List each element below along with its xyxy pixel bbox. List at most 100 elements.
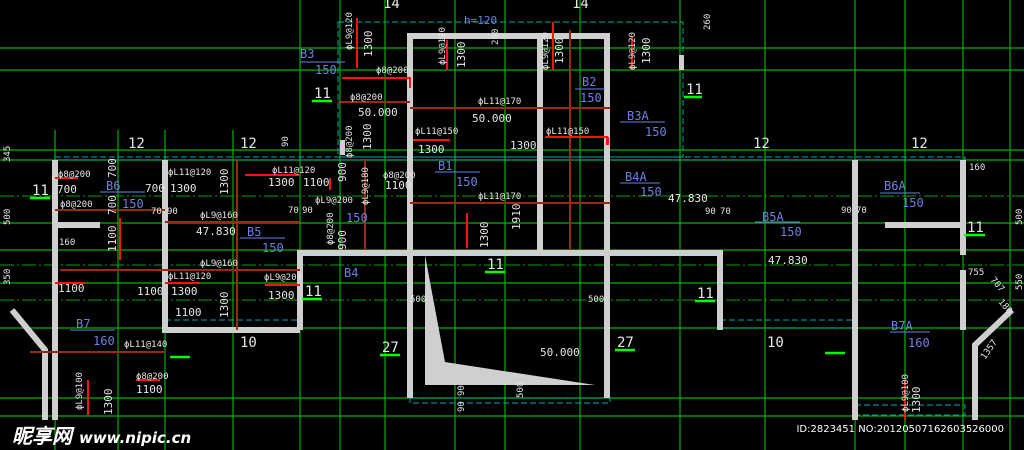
grid-number: 11 bbox=[314, 86, 331, 102]
watermark-url: www.nipic.cn bbox=[78, 429, 192, 447]
grid-number: 12 bbox=[128, 136, 145, 152]
dimension-label: 90 bbox=[841, 206, 852, 216]
dimension-label: 500 bbox=[410, 295, 426, 305]
dimension-label: 70 bbox=[151, 207, 162, 217]
dimension-label: 160 bbox=[969, 163, 985, 173]
slab-id: B6 bbox=[106, 179, 120, 193]
rebar-note: ϕL9@160 bbox=[200, 259, 238, 269]
dimension-label: 500 bbox=[588, 295, 604, 305]
slab-id: B7A bbox=[891, 319, 913, 333]
grid-number: 12 bbox=[240, 136, 257, 152]
slab-id: B4A bbox=[625, 170, 647, 184]
slab-id: B7 bbox=[76, 317, 90, 331]
grid-number: 11 bbox=[32, 183, 49, 199]
dimension-labels: h=120 260 200 90 345 70 90 70 90 160 500… bbox=[3, 14, 1024, 412]
grid-number: 14 bbox=[383, 0, 400, 12]
dimension-label: 500 bbox=[3, 209, 13, 225]
rebar-note: ϕL11@150 bbox=[415, 127, 458, 137]
dimension-label: 70 bbox=[720, 207, 731, 217]
length-label: 1910 bbox=[510, 204, 523, 231]
rebar-note: ϕ8@200 bbox=[345, 125, 355, 158]
slab-thickness: 150 bbox=[456, 175, 478, 189]
rebar-note: ϕL11@120 bbox=[168, 272, 211, 282]
grid-number: 12 bbox=[911, 136, 928, 152]
length-label: 1100 bbox=[385, 179, 412, 192]
length-label: 700 bbox=[106, 158, 119, 178]
length-label: 700 bbox=[106, 195, 119, 215]
length-label: 900 bbox=[336, 162, 349, 182]
dimension-label: 500 bbox=[516, 382, 526, 398]
rebar-note: ϕL11@150 bbox=[546, 127, 589, 137]
slab-id: B4 bbox=[344, 266, 358, 280]
rebar-note: ϕL11@140 bbox=[124, 340, 167, 350]
slab-thickness: 150 bbox=[780, 225, 802, 239]
length-label: 1300 bbox=[171, 285, 198, 298]
length-label: 1100 bbox=[58, 282, 85, 295]
dimension-label: 160 bbox=[59, 238, 75, 248]
rebar-note: ϕ8@200 bbox=[350, 93, 383, 103]
elevation-label: 47.830 bbox=[768, 254, 808, 267]
slab-id: B5A bbox=[762, 210, 784, 224]
grid-number: 11 bbox=[967, 220, 984, 236]
grid-number: 10 bbox=[240, 335, 257, 351]
slab-thickness: 150 bbox=[645, 125, 667, 139]
slab-thickness: 160 bbox=[93, 334, 115, 348]
length-label: 1300 bbox=[102, 389, 115, 416]
slab-id: B5 bbox=[247, 225, 261, 239]
dimension-label: 200 bbox=[491, 29, 501, 45]
slab-id: B3A bbox=[627, 109, 649, 123]
rebar-note: ϕL9@120 bbox=[438, 27, 448, 65]
grid-number: 11 bbox=[697, 286, 714, 302]
rebar-note: ϕL9@180 bbox=[361, 167, 371, 205]
rebar-note: ϕ8@200 bbox=[136, 372, 169, 382]
beam-outlines bbox=[54, 21, 966, 416]
rebar-note: ϕL9@160 bbox=[200, 211, 238, 221]
rebar-note: ϕ8@200 bbox=[383, 171, 416, 181]
length-label: 1100 bbox=[136, 383, 163, 396]
grid-number: 14 bbox=[572, 0, 589, 12]
length-label: 700 bbox=[145, 182, 165, 195]
rebar-note: ϕ8@200 bbox=[376, 66, 409, 76]
rebar-note: ϕ8@200 bbox=[326, 212, 336, 245]
rebar-note: ϕL9@120 bbox=[541, 32, 551, 70]
length-label: 1300 bbox=[478, 222, 491, 249]
length-label: 1300 bbox=[640, 38, 653, 65]
rebar-note: ϕL11@170 bbox=[478, 192, 521, 202]
dimension-label: 90 bbox=[302, 206, 313, 216]
slab-thickness: 150 bbox=[262, 241, 284, 255]
grid-number: 27 bbox=[617, 335, 634, 351]
length-label: 1300 bbox=[418, 143, 445, 156]
slab-thickness: 160 bbox=[908, 336, 930, 350]
grid-number: 11 bbox=[686, 82, 703, 98]
slab-id: B2 bbox=[582, 75, 596, 89]
watermark-site: 昵享网 bbox=[12, 424, 72, 448]
length-label: 1100 bbox=[106, 226, 119, 253]
dimension-label: 350 bbox=[3, 269, 13, 285]
slab-thickness: 150 bbox=[346, 211, 368, 225]
watermark-logo: 昵享网 www.nipic.cn bbox=[12, 420, 191, 449]
dimension-label: 90 bbox=[281, 136, 291, 147]
dimension-label: 260 bbox=[703, 14, 713, 30]
walls bbox=[9, 33, 1015, 420]
rebar-lengths: 1300 1300 1300 1300 1300 1300 1300 1100 … bbox=[57, 31, 923, 416]
dimension-label: 90 bbox=[457, 385, 467, 396]
slab-id: B3 bbox=[300, 47, 314, 61]
length-label: 1100 bbox=[137, 285, 164, 298]
rebar-note: ϕ8@200 bbox=[60, 200, 93, 210]
dimension-label: 707 bbox=[988, 276, 1006, 295]
slab-thickness: 150 bbox=[640, 185, 662, 199]
rebar-note: ϕL11@120 bbox=[168, 168, 211, 178]
elevation-label: 47.830 bbox=[668, 192, 708, 205]
dimension-label: 70 bbox=[288, 206, 299, 216]
grid-number: 10 bbox=[767, 335, 784, 351]
slab-labels: B3 150 B2 150 B3A 150 B1 150 B4A 150 B6 … bbox=[76, 47, 930, 350]
elevation-label: 47.830 bbox=[196, 225, 236, 238]
length-label: 1300 bbox=[170, 182, 197, 195]
grid-number: 27 bbox=[382, 340, 399, 356]
slab-id: B6A bbox=[884, 179, 906, 193]
shaft-fill bbox=[425, 255, 595, 385]
grid-number: 11 bbox=[305, 284, 322, 300]
length-label: 1300 bbox=[362, 31, 375, 58]
elevation-label: 50.000 bbox=[540, 346, 580, 359]
rebar-note: ϕL9@120 bbox=[628, 32, 638, 70]
